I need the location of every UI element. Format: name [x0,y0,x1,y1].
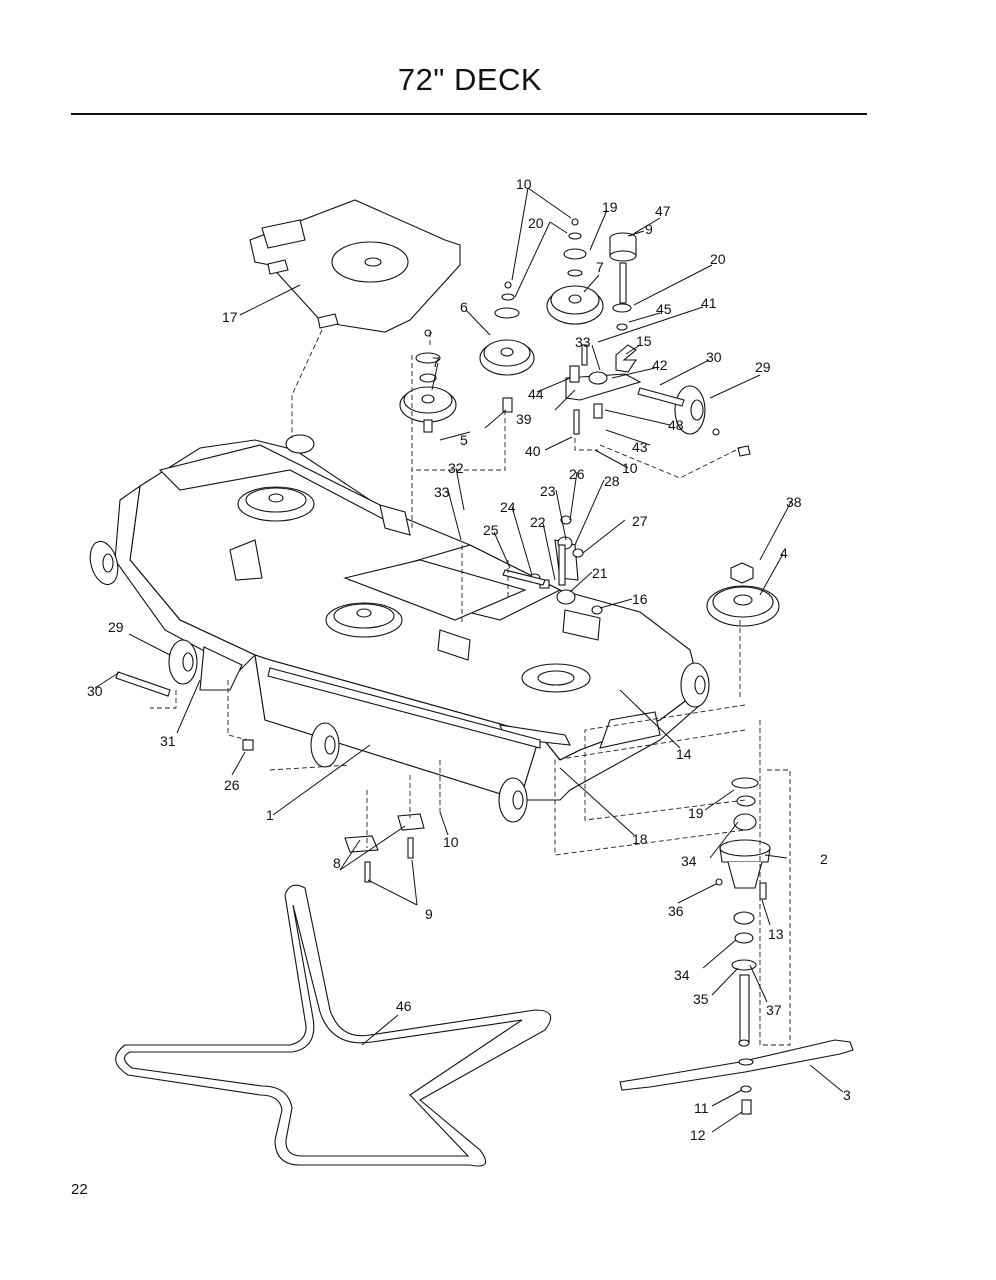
callout-20: 20 [528,215,544,231]
callout-28: 28 [604,473,620,489]
mower-deck-housing [114,439,701,801]
callout-27: 27 [632,513,648,529]
gauge-wheel-front-right [498,777,528,823]
callout-29b: 29 [108,619,124,635]
callout-10: 10 [516,176,532,192]
callout-39: 39 [516,411,532,427]
bolt-30-right [637,387,685,407]
callout-17: 17 [222,309,238,325]
gauge-wheel-rear-top [285,434,315,454]
callout-8: 8 [333,855,341,871]
callout-2: 2 [820,851,828,867]
callout-10c: 10 [443,834,459,850]
callout-46: 46 [396,998,412,1014]
callout-20b: 20 [710,251,726,267]
callout-12: 12 [690,1127,706,1143]
callout-44: 44 [528,386,544,402]
callout-15: 15 [636,333,652,349]
callout-14: 14 [676,746,692,762]
callout-11: 11 [694,1100,709,1116]
callout-36: 36 [668,903,684,919]
callout-7: 7 [596,259,604,275]
callout-19b: 19 [688,805,704,821]
callout-25: 25 [483,522,499,538]
gauge-wheel-left-front [168,639,198,685]
callout-33: 33 [575,334,591,350]
callout-26: 26 [569,466,585,482]
callout-13: 13 [768,926,784,942]
callout-4: 4 [780,545,788,561]
deck-spindle-pulley-center [325,602,403,638]
callout-34: 34 [681,853,697,869]
callout-7b: 7 [432,354,440,370]
callout-3: 3 [843,1087,851,1103]
plates-8 [344,813,425,883]
spring-15 [615,344,638,373]
callout-34b: 34 [674,967,690,983]
callout-30b: 30 [87,683,103,699]
gauge-wheel-front-center [310,722,340,768]
idler-arm-39 [565,344,642,435]
callout-6: 6 [460,299,468,315]
gauge-wheel-left-rear [89,540,119,586]
callout-32: 32 [448,460,464,476]
bumper-47 [609,232,637,331]
leader-lines [94,187,844,1133]
linkage-assembly [502,515,603,615]
callout-18: 18 [632,831,648,847]
page-title: 72" DECK [397,62,543,97]
gauge-wheel-right [680,662,710,708]
deck-spindle-hole-right [521,663,591,693]
callout-29: 29 [755,359,771,375]
drive-belt [115,884,552,1167]
idler-pulley-7-right [546,218,604,325]
assembly-lines [150,329,791,1046]
mower-blade [619,1039,854,1115]
callout-24: 24 [500,499,516,515]
callout-37: 37 [766,1002,782,1018]
callout-33b: 33 [434,484,450,500]
callout-16: 16 [632,591,648,607]
spindle-assembly [715,777,771,1047]
deck-spindle-pulley-left [237,486,315,522]
callout-35: 35 [693,991,709,1007]
callout-21: 21 [592,565,608,581]
callout-9: 9 [645,221,653,237]
callout-30: 30 [706,349,722,365]
callout-45: 45 [656,301,672,317]
callout-22: 22 [530,514,546,530]
callout-41: 41 [701,295,717,311]
belt-cover [249,199,461,333]
callout-47: 47 [655,203,671,219]
callout-31: 31 [160,733,176,749]
gauge-wheel-exploded-29 [674,385,751,457]
page-number: 22 [71,1181,88,1198]
callout-43: 43 [632,439,648,455]
callout-48: 48 [668,417,684,433]
title-rule [71,113,867,115]
callout-5: 5 [460,432,468,448]
callout-42: 42 [652,357,668,373]
idler-pulley-6 [479,281,535,413]
spindle-pulley-4 [706,562,780,627]
callout-10b: 10 [622,460,638,476]
callout-38: 38 [786,494,802,510]
callout-23: 23 [540,483,556,499]
callout-26b: 26 [224,777,240,793]
callout-1: 1 [266,807,274,823]
callout-9b: 9 [425,906,433,922]
callout-40: 40 [525,443,541,459]
callout-19: 19 [602,199,618,215]
callout-labels: 10 19 47 20 9 20 7 6 45 41 33 15 17 7 42… [87,176,851,1143]
idler-pulley-7-left [399,329,457,433]
